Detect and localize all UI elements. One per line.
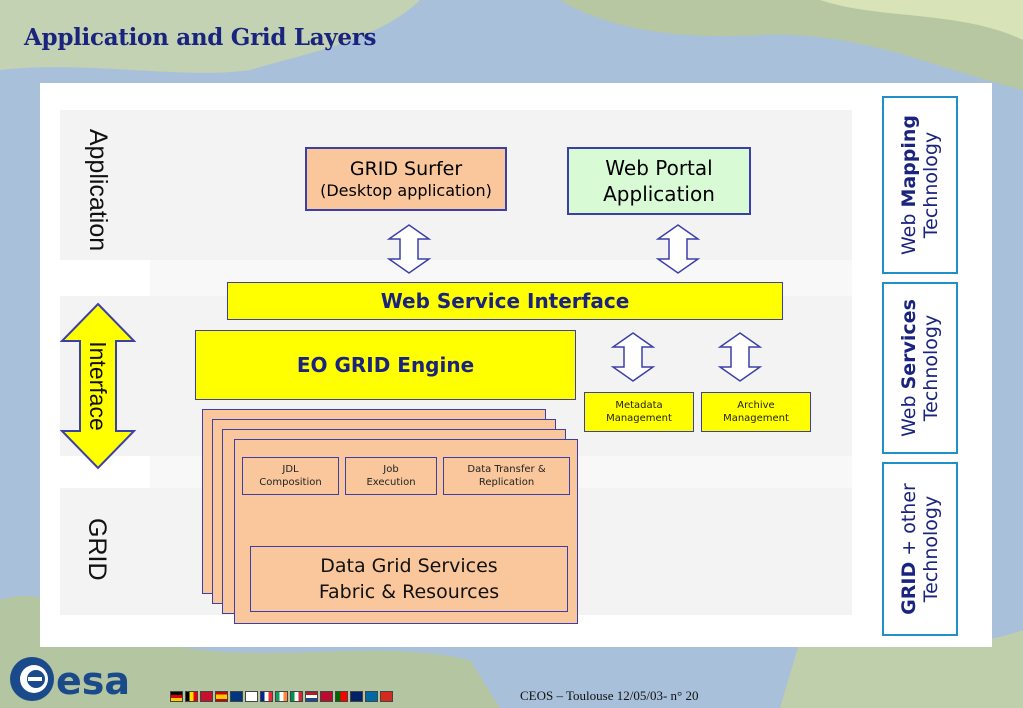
esa-logo-text: esa bbox=[56, 659, 130, 703]
transfer-line1: Data Transfer & bbox=[467, 464, 546, 475]
tech-grid-line2: Technology bbox=[920, 495, 942, 603]
data-grid-line2: Fabric & Resources bbox=[318, 581, 500, 603]
data-transfer-box: Data Transfer & Replication bbox=[443, 457, 570, 495]
member-state-flags bbox=[170, 691, 393, 702]
double-arrow-icon bbox=[717, 332, 763, 382]
tech-mapping-pre: Web bbox=[898, 207, 920, 256]
web-mapping-technology-box: Web Mapping Technology bbox=[882, 96, 958, 274]
tech-mapping-bold: Mapping bbox=[898, 114, 920, 208]
archive-line1: Archive bbox=[737, 400, 775, 411]
grid-technology-box: GRID + other Technology bbox=[882, 462, 958, 636]
transfer-line2: Replication bbox=[478, 477, 535, 488]
web-portal-line1: Web Portal bbox=[605, 156, 713, 180]
tech-grid-post: + other bbox=[898, 483, 920, 562]
interface-double-arrow-icon bbox=[59, 302, 137, 470]
web-services-technology-box: Web Services Technology bbox=[882, 282, 958, 454]
double-arrow-icon bbox=[610, 332, 656, 382]
diagram-panel: Application GRID Interface GRID Surfer (… bbox=[40, 83, 992, 647]
data-grid-line1: Data Grid Services bbox=[320, 555, 498, 577]
archive-management-box: Archive Management bbox=[701, 392, 811, 432]
tech-services-line2: Technology bbox=[920, 314, 942, 422]
job-line1: Job bbox=[383, 464, 399, 475]
metadata-line1: Metadata bbox=[615, 400, 663, 411]
grid-surfer-subtitle: (Desktop application) bbox=[320, 181, 492, 200]
tech-mapping-line2: Technology bbox=[920, 131, 942, 239]
jdl-composition-box: JDL Composition bbox=[242, 457, 339, 495]
data-grid-services-box: Data Grid Services Fabric & Resources bbox=[250, 546, 568, 612]
web-service-interface-box: Web Service Interface bbox=[227, 282, 783, 320]
esa-logo: esa bbox=[2, 654, 167, 704]
tech-services-bold: Services bbox=[898, 299, 920, 390]
footer-text: CEOS – Toulouse 12/05/03- n° 20 bbox=[520, 688, 699, 703]
slide-title: Application and Grid Layers bbox=[24, 24, 377, 51]
archive-line2: Management bbox=[723, 413, 789, 424]
jdl-line2: Composition bbox=[259, 477, 322, 488]
metadata-line2: Management bbox=[606, 413, 672, 424]
double-arrow-icon bbox=[386, 224, 432, 274]
grid-surfer-box: GRID Surfer (Desktop application) bbox=[305, 147, 507, 211]
grid-surfer-title: GRID Surfer bbox=[349, 158, 463, 180]
jdl-line1: JDL bbox=[282, 464, 299, 475]
metadata-management-box: Metadata Management bbox=[584, 392, 694, 432]
web-service-interface-label: Web Service Interface bbox=[380, 289, 630, 313]
web-portal-box: Web Portal Application bbox=[567, 147, 751, 215]
job-execution-box: Job Execution bbox=[345, 457, 437, 495]
tech-grid-bold: GRID bbox=[898, 561, 920, 615]
eo-grid-engine-box: EO GRID Engine bbox=[195, 330, 576, 400]
tech-services-pre: Web bbox=[898, 389, 920, 437]
web-portal-line2: Application bbox=[603, 182, 715, 206]
job-line2: Execution bbox=[366, 477, 416, 488]
eo-grid-engine-label: EO GRID Engine bbox=[296, 353, 475, 377]
double-arrow-icon bbox=[655, 224, 701, 274]
